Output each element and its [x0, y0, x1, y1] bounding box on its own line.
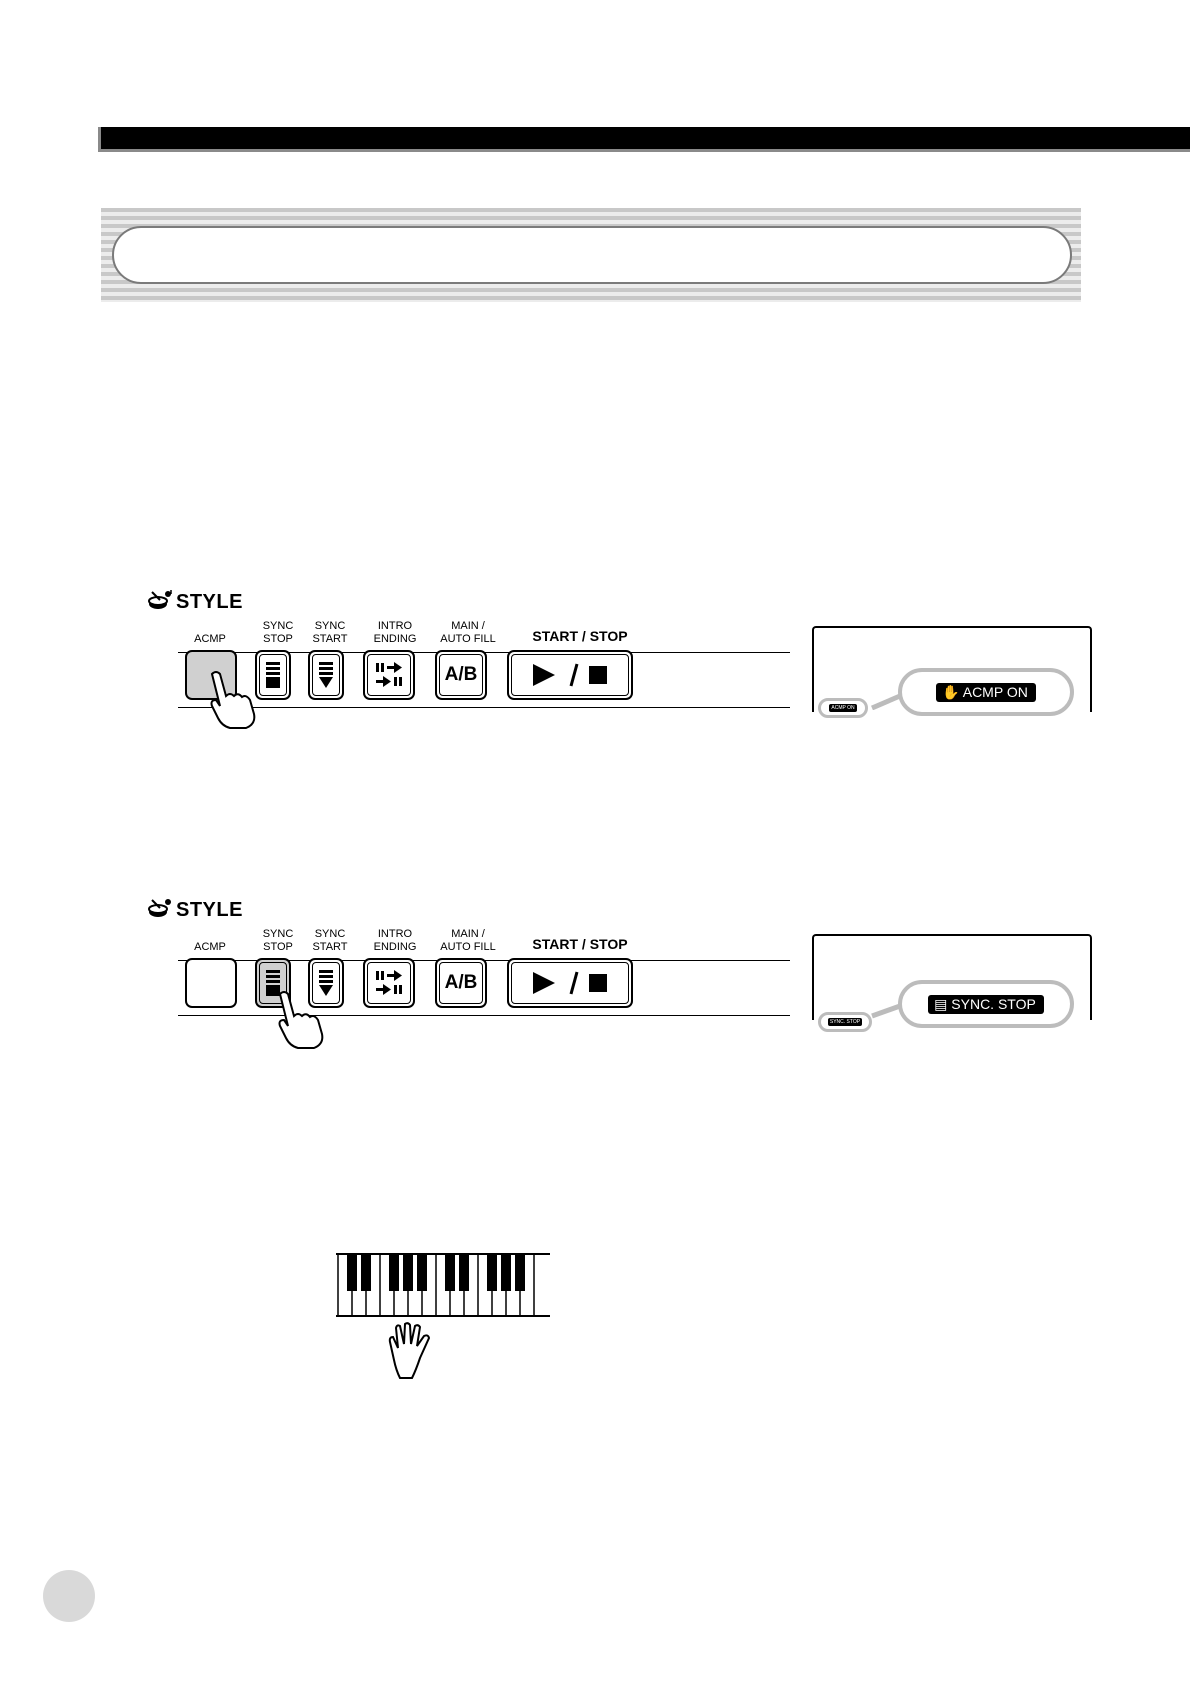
sync-stop-label: SYNC STOP: [262, 620, 294, 645]
start-stop-button[interactable]: [507, 650, 633, 700]
start-stop-button[interactable]: [507, 958, 633, 1008]
start-stop-label: START / STOP: [532, 936, 628, 952]
acmp-label: ACMP: [194, 633, 226, 645]
intro-ending-icon: [376, 662, 402, 687]
main-auto-fill-button[interactable]: A/B: [435, 650, 487, 700]
intro-ending-label: INTRO ENDING: [373, 620, 417, 645]
chapter-header-bar: [98, 127, 1190, 152]
sync-start-icon: [319, 662, 333, 688]
sync-stop-button[interactable]: [255, 650, 291, 700]
sync-stop-icon: [266, 662, 280, 688]
style-section-label: STYLE: [148, 588, 243, 614]
main-auto-fill-label: MAIN / AUTO FILL: [440, 928, 496, 953]
sync-start-button[interactable]: [308, 650, 344, 700]
style-panel-acmp: STYLE ACMP SYNC STOP SYNC START INTRO EN…: [140, 588, 1092, 730]
acmp-button[interactable]: [185, 958, 237, 1008]
style-label: STYLE: [176, 899, 243, 921]
main-auto-fill-label: MAIN / AUTO FILL: [440, 620, 496, 645]
acmp-on-callout: ✋ ACMP ON: [898, 668, 1074, 716]
intro-ending-label: INTRO ENDING: [373, 928, 417, 953]
acmp-label: ACMP: [194, 941, 226, 953]
page-number-badge: [43, 1570, 95, 1622]
sync-stop-mini-icon: ▤: [934, 995, 948, 1012]
ab-text: A/B: [444, 664, 478, 685]
open-hand-icon: [388, 1322, 431, 1379]
play-stop-icon: [533, 663, 607, 687]
start-stop-label: START / STOP: [532, 628, 628, 644]
lcd-indicator-sync-stop: SYNC. STOP: [818, 1012, 872, 1032]
sync-stop-callout: ▤ SYNC. STOP: [898, 980, 1074, 1028]
main-auto-fill-button[interactable]: A/B: [435, 958, 487, 1008]
intro-ending-button[interactable]: [363, 958, 415, 1008]
lcd-indicator-text: SYNC. STOP: [827, 1018, 863, 1026]
sync-start-label: SYNC START: [312, 620, 348, 645]
drum-icon: [148, 899, 171, 917]
sync-start-icon: [319, 970, 333, 996]
pointing-hand-icon: [210, 671, 256, 729]
intro-ending-button[interactable]: [363, 650, 415, 700]
keyboard-illustration: [336, 1253, 550, 1317]
callout-text: SYNC. STOP: [951, 995, 1036, 1012]
hand-icon: ✋: [942, 683, 960, 700]
sync-start-label: SYNC START: [312, 928, 348, 953]
callout-text: ACMP ON: [962, 683, 1028, 700]
lcd-indicator-acmp-on: ACMP ON: [818, 698, 868, 718]
sync-stop-icon: [266, 970, 280, 996]
lcd-indicator-text: ACMP ON: [829, 704, 857, 712]
style-section-label: STYLE: [148, 898, 243, 922]
sync-start-button[interactable]: [308, 958, 344, 1008]
pointing-hand-icon: [278, 991, 324, 1049]
intro-ending-icon: [376, 970, 402, 995]
drum-icon: [148, 588, 172, 609]
ab-text: A/B: [444, 972, 478, 993]
sync-stop-button[interactable]: [255, 958, 291, 1008]
acmp-button[interactable]: [185, 650, 237, 700]
sync-stop-label: SYNC STOP: [262, 928, 294, 953]
style-panel-sync-stop: STYLE ACMP SYNC STOP SYNC START INTRO EN…: [140, 898, 1092, 1049]
section-title-frame: [112, 226, 1072, 284]
play-stop-icon: [533, 971, 607, 995]
style-label: STYLE: [176, 591, 243, 613]
